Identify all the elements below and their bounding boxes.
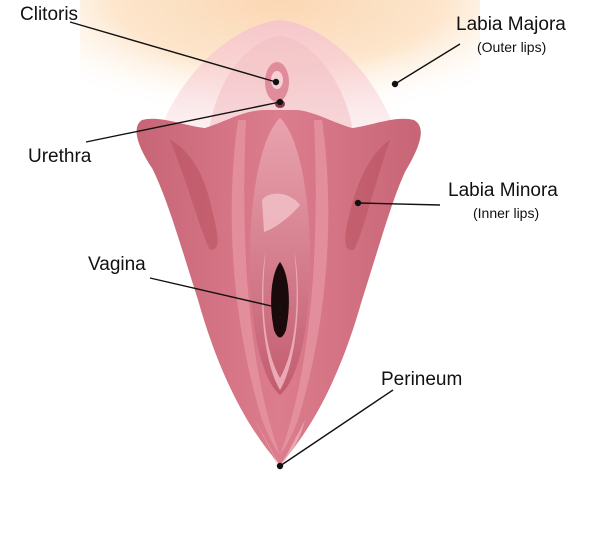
- label-labia-majora-sub: (Outer lips): [477, 39, 546, 55]
- vaginal-opening: [271, 262, 289, 338]
- label-vagina: Vagina: [88, 254, 146, 275]
- label-urethra: Urethra: [28, 146, 92, 167]
- perineum-region: [255, 420, 305, 466]
- label-clitoris: Clitoris: [20, 4, 78, 25]
- leader-lines: [69, 21, 461, 470]
- label-labia-minora: Labia Minora: [448, 180, 558, 201]
- vestibule-highlight: [262, 193, 300, 232]
- label-labia-majora: Labia Majora: [456, 14, 566, 35]
- tissue-folds: [170, 120, 390, 455]
- label-labia-minora-sub: (Inner lips): [473, 205, 539, 221]
- label-perineum: Perineum: [381, 369, 462, 390]
